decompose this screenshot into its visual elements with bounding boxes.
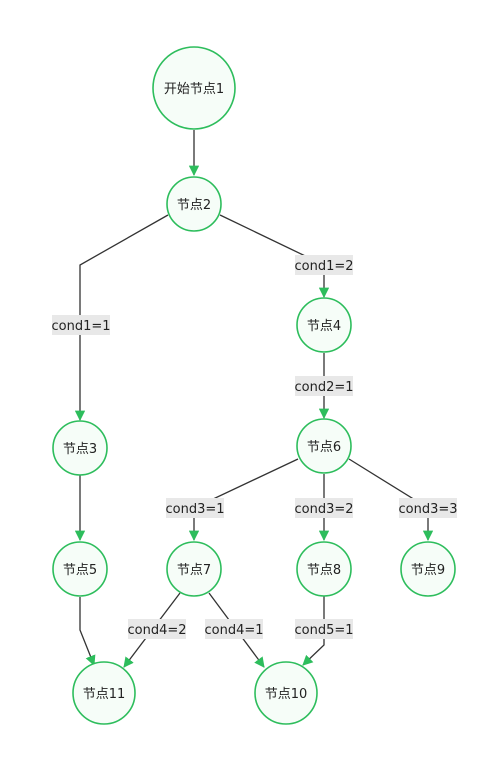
edge-label-text: cond2=1 — [294, 380, 353, 395]
node-3[interactable]: 节点3 — [52, 420, 108, 476]
edge-label-text: cond4=2 — [127, 623, 186, 638]
node-5[interactable]: 节点5 — [52, 541, 108, 597]
node-start-1[interactable]: 开始节点1 — [152, 46, 236, 130]
edge-label-n2-n3: cond1=1 — [51, 315, 111, 335]
edge-label-n7-n11: cond4=2 — [127, 619, 187, 639]
edge-label-n4-n6: cond2=1 — [294, 376, 354, 396]
node-label: 节点2 — [177, 198, 211, 213]
edge-n5-n11 — [79, 597, 96, 666]
node-label: 节点9 — [411, 563, 445, 578]
node-label: 节点3 — [63, 442, 97, 457]
nodes: 开始节点1 节点2 节点3 节点4 节点5 节点6 节点7 节点8 — [52, 46, 456, 725]
edge-label-n2-n4: cond1=2 — [294, 255, 354, 275]
node-8[interactable]: 节点8 — [296, 541, 352, 597]
edge-n2-n3 — [74, 214, 169, 422]
edge-label-n8-n10: cond5=1 — [294, 619, 354, 639]
node-4[interactable]: 节点4 — [296, 297, 352, 353]
node-label: 节点5 — [63, 563, 97, 578]
node-label: 节点6 — [307, 440, 341, 455]
node-label: 节点4 — [307, 319, 341, 334]
edge-label-n7-n10: cond4=1 — [204, 619, 264, 639]
edge-label-text: cond4=1 — [204, 623, 263, 638]
node-2[interactable]: 节点2 — [166, 176, 222, 232]
edge-label-text: cond3=1 — [165, 502, 224, 517]
edge-n8-n10 — [302, 596, 325, 666]
edge-labels: cond1=1 cond1=2 cond2=1 cond3=1 cond3=2 … — [51, 255, 458, 639]
node-label: 节点10 — [265, 687, 308, 702]
node-10[interactable]: 节点10 — [254, 661, 318, 725]
node-6[interactable]: 节点6 — [296, 418, 352, 474]
edge-label-n6-n9: cond3=3 — [398, 498, 458, 518]
edge-label-text: cond3=3 — [398, 502, 457, 517]
edges — [74, 130, 434, 668]
node-11[interactable]: 节点11 — [72, 661, 136, 725]
node-label: 节点11 — [83, 687, 126, 702]
node-label: 节点8 — [307, 563, 341, 578]
edge-label-text: cond1=2 — [294, 259, 353, 274]
edge-label-text: cond3=2 — [294, 502, 353, 517]
edge-label-text: cond1=1 — [51, 319, 110, 334]
edge-label-n6-n8: cond3=2 — [294, 498, 354, 518]
edge-label-text: cond5=1 — [294, 623, 353, 638]
node-9[interactable]: 节点9 — [400, 541, 456, 597]
node-label: 节点7 — [177, 563, 211, 578]
node-7[interactable]: 节点7 — [166, 541, 222, 597]
edge-label-n6-n7: cond3=1 — [165, 498, 225, 518]
node-label: 开始节点1 — [164, 82, 224, 97]
